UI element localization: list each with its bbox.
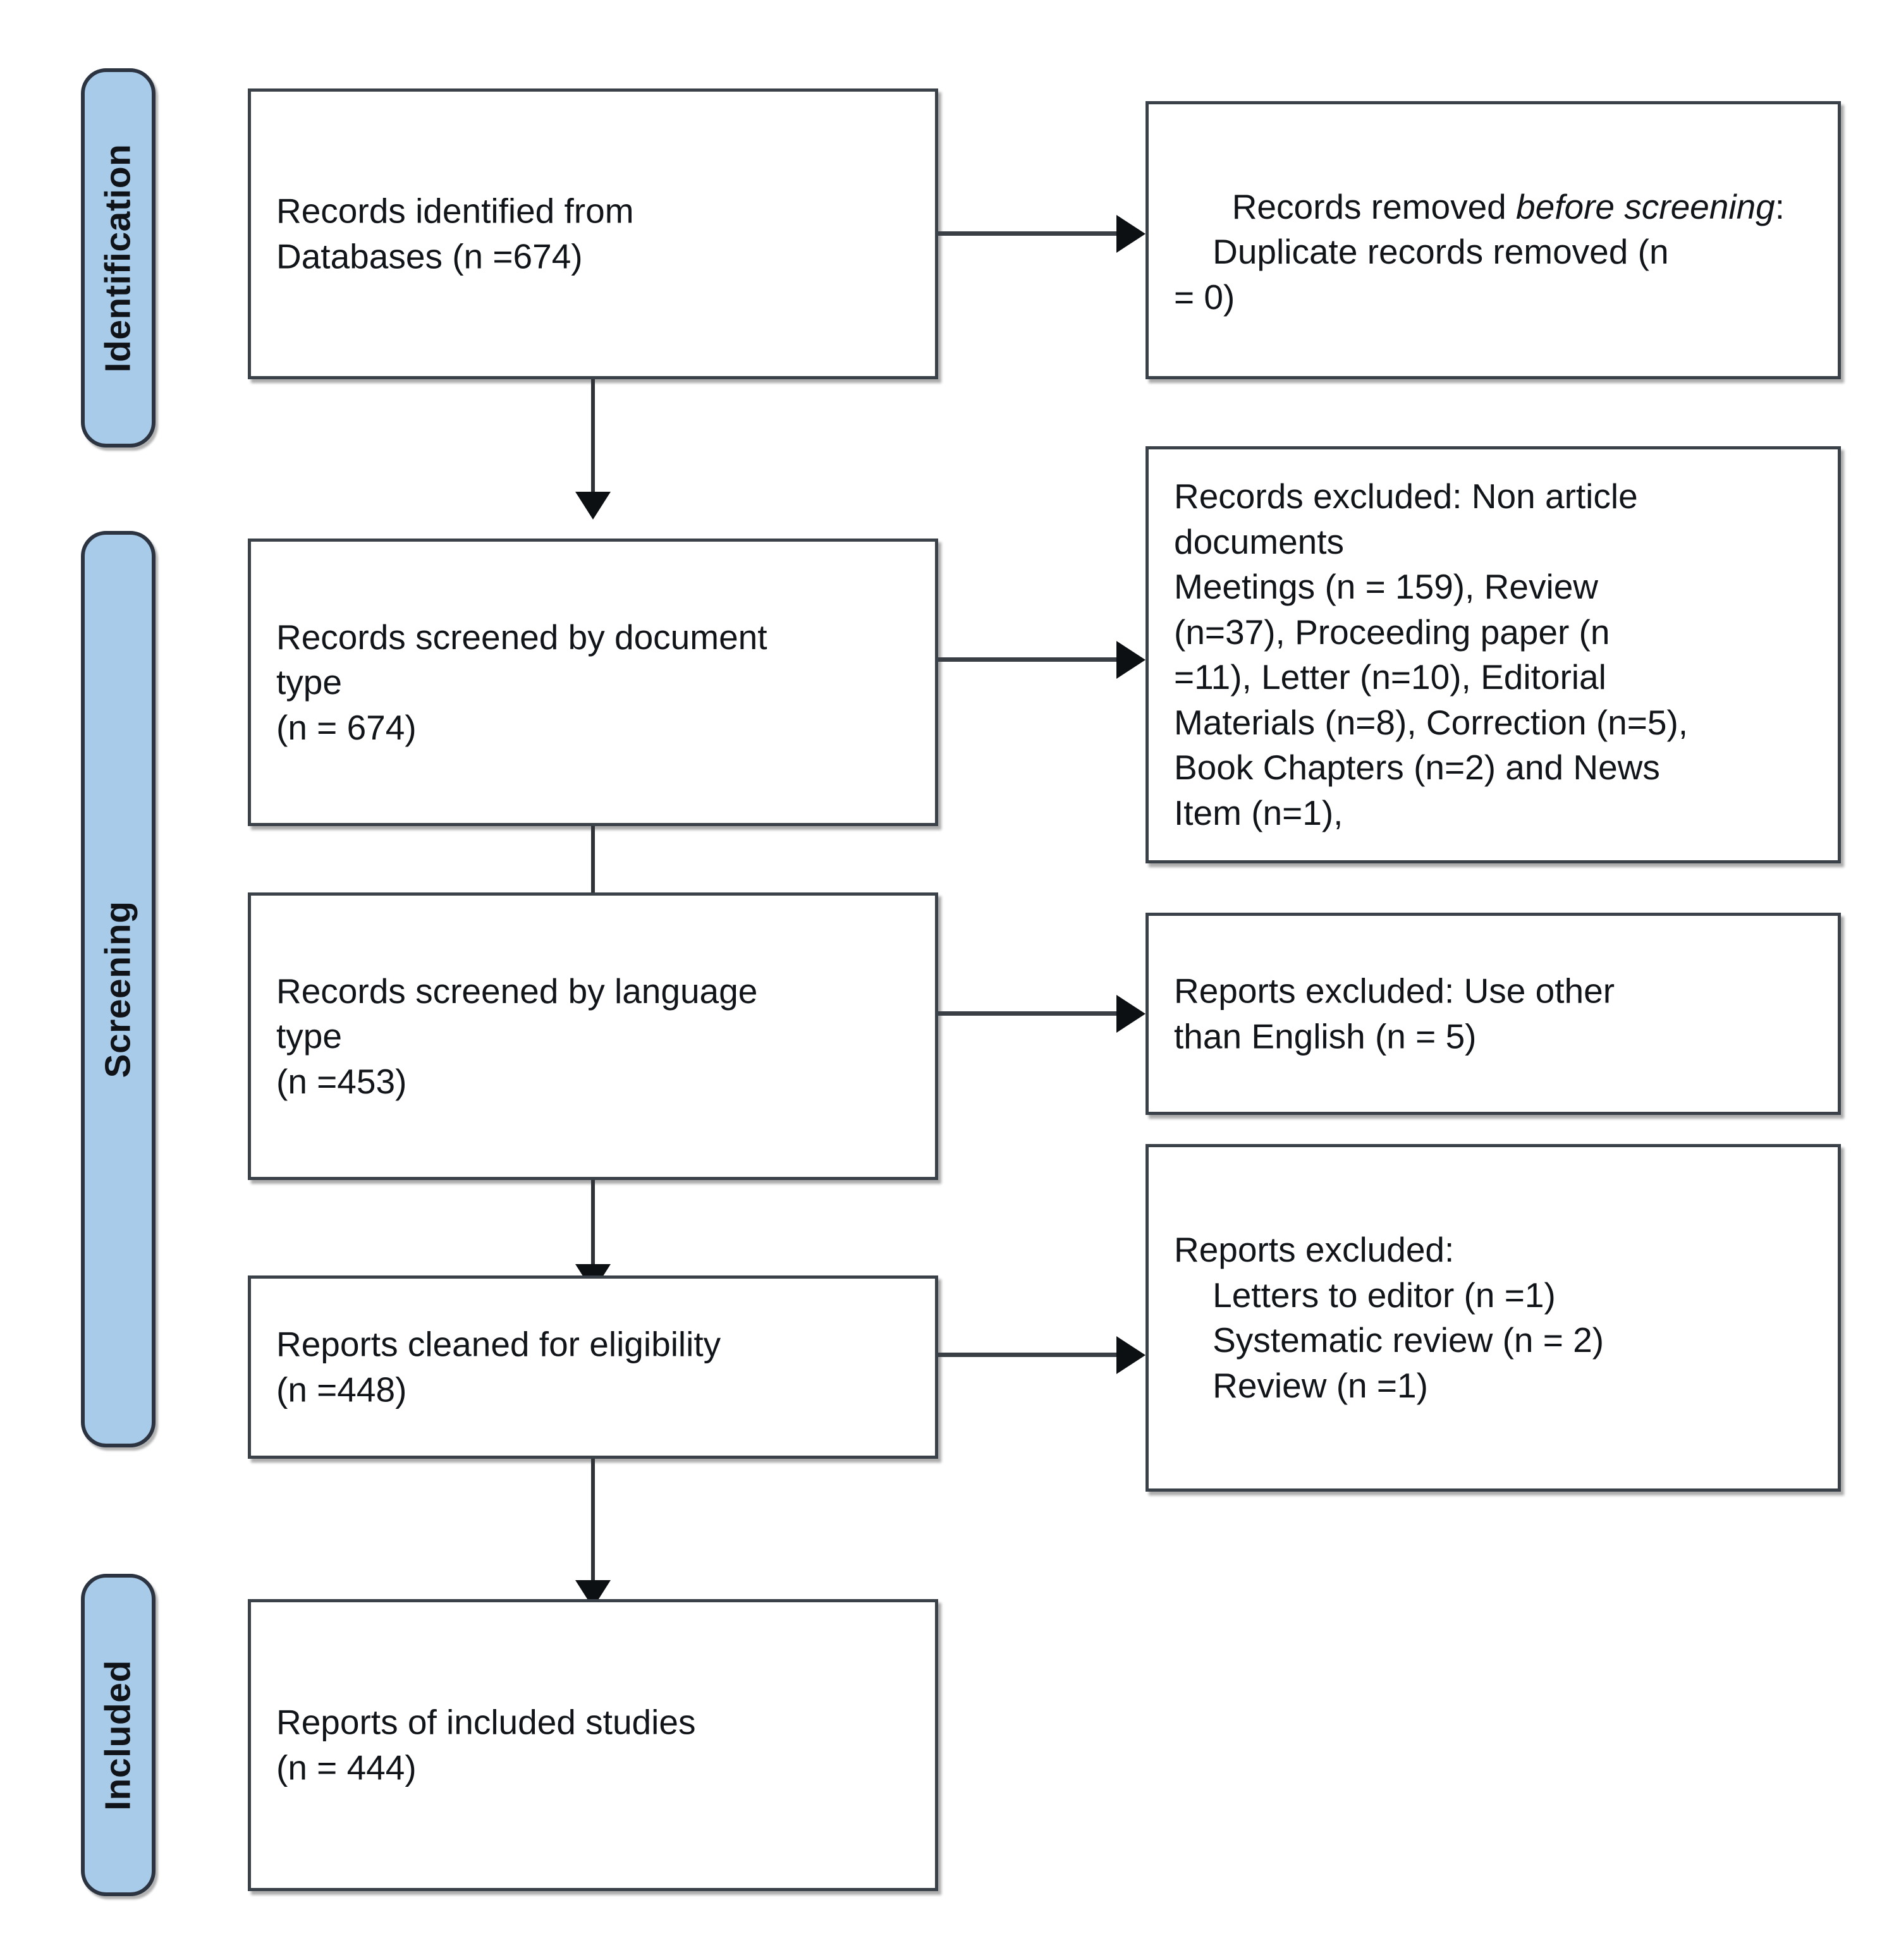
box-reports-excluded-language: Reports excluded: Use other than English…: [1146, 913, 1841, 1115]
phase-bar-screening: Screening: [81, 531, 156, 1447]
box-records-identified: Records identified from Databases (n =67…: [248, 88, 938, 379]
connector-screened-doc-to-excluded-arrowhead: [1116, 641, 1146, 679]
phase-bar-included: Included: [81, 1574, 156, 1896]
box-records-identified-text: Records identified from Databases (n =67…: [276, 191, 634, 276]
phase-label-included: Included: [97, 1659, 138, 1811]
box-records-excluded-non-article: Records excluded: Non article documents …: [1146, 446, 1841, 863]
connector-identified-to-screened-doc: [591, 379, 595, 503]
connector-eligibility-to-excluded-arrowhead: [1116, 1336, 1146, 1374]
connector-eligibility-to-included: [591, 1459, 595, 1592]
removed-heading-plain: Records removed: [1231, 186, 1517, 226]
box-reports-excluded-eligibility: Reports excluded: Letters to editor (n =…: [1146, 1144, 1841, 1492]
connector-screened-lang-to-eligibility: [591, 1180, 595, 1275]
box-records-screened-language-type-text: Records screened by language type (n =45…: [276, 971, 758, 1101]
box-records-screened-document-type-text: Records screened by document type (n = 6…: [276, 617, 767, 747]
box-reports-cleaned-eligibility: Reports cleaned for eligibility (n =448): [248, 1275, 938, 1459]
box-reports-of-included-studies: Reports of included studies (n = 444): [248, 1599, 938, 1891]
connector-identified-to-removed: [938, 231, 1120, 236]
box-reports-excluded-language-text: Reports excluded: Use other than English…: [1174, 971, 1615, 1056]
connector-screened-doc-to-screened-lang: [591, 826, 595, 921]
connector-identified-to-removed-arrowhead: [1116, 215, 1146, 253]
connector-screened-lang-to-excluded-language: [938, 1011, 1120, 1016]
box-records-removed-before-screening: Records removed before screening: Duplic…: [1146, 101, 1841, 379]
box-reports-of-included-studies-text: Reports of included studies (n = 444): [276, 1702, 696, 1787]
removed-heading-italic: before screening: [1516, 186, 1775, 226]
phase-label-screening: Screening: [97, 900, 138, 1078]
connector-screened-lang-to-excluded-language-arrowhead: [1116, 995, 1146, 1033]
box-reports-cleaned-eligibility-text: Reports cleaned for eligibility (n =448): [276, 1324, 721, 1409]
removed-heading-suffix: :: [1775, 186, 1785, 226]
phase-bar-identification: Identification: [81, 68, 156, 447]
removed-detail: Duplicate records removed (n = 0): [1174, 232, 1669, 317]
connector-screened-doc-to-excluded: [938, 657, 1120, 662]
box-records-excluded-non-article-text: Records excluded: Non article documents …: [1174, 477, 1689, 832]
box-records-screened-document-type: Records screened by document type (n = 6…: [248, 539, 938, 826]
connector-eligibility-to-excluded: [938, 1353, 1120, 1357]
box-records-screened-language-type: Records screened by language type (n =45…: [248, 892, 938, 1180]
box-reports-excluded-eligibility-text: Reports excluded: Letters to editor (n =…: [1174, 1230, 1604, 1405]
connector-identified-to-screened-doc-arrowhead: [575, 492, 611, 520]
box-records-removed-text: Records removed before screening: Duplic…: [1174, 139, 1826, 320]
phase-label-identification: Identification: [97, 143, 138, 372]
